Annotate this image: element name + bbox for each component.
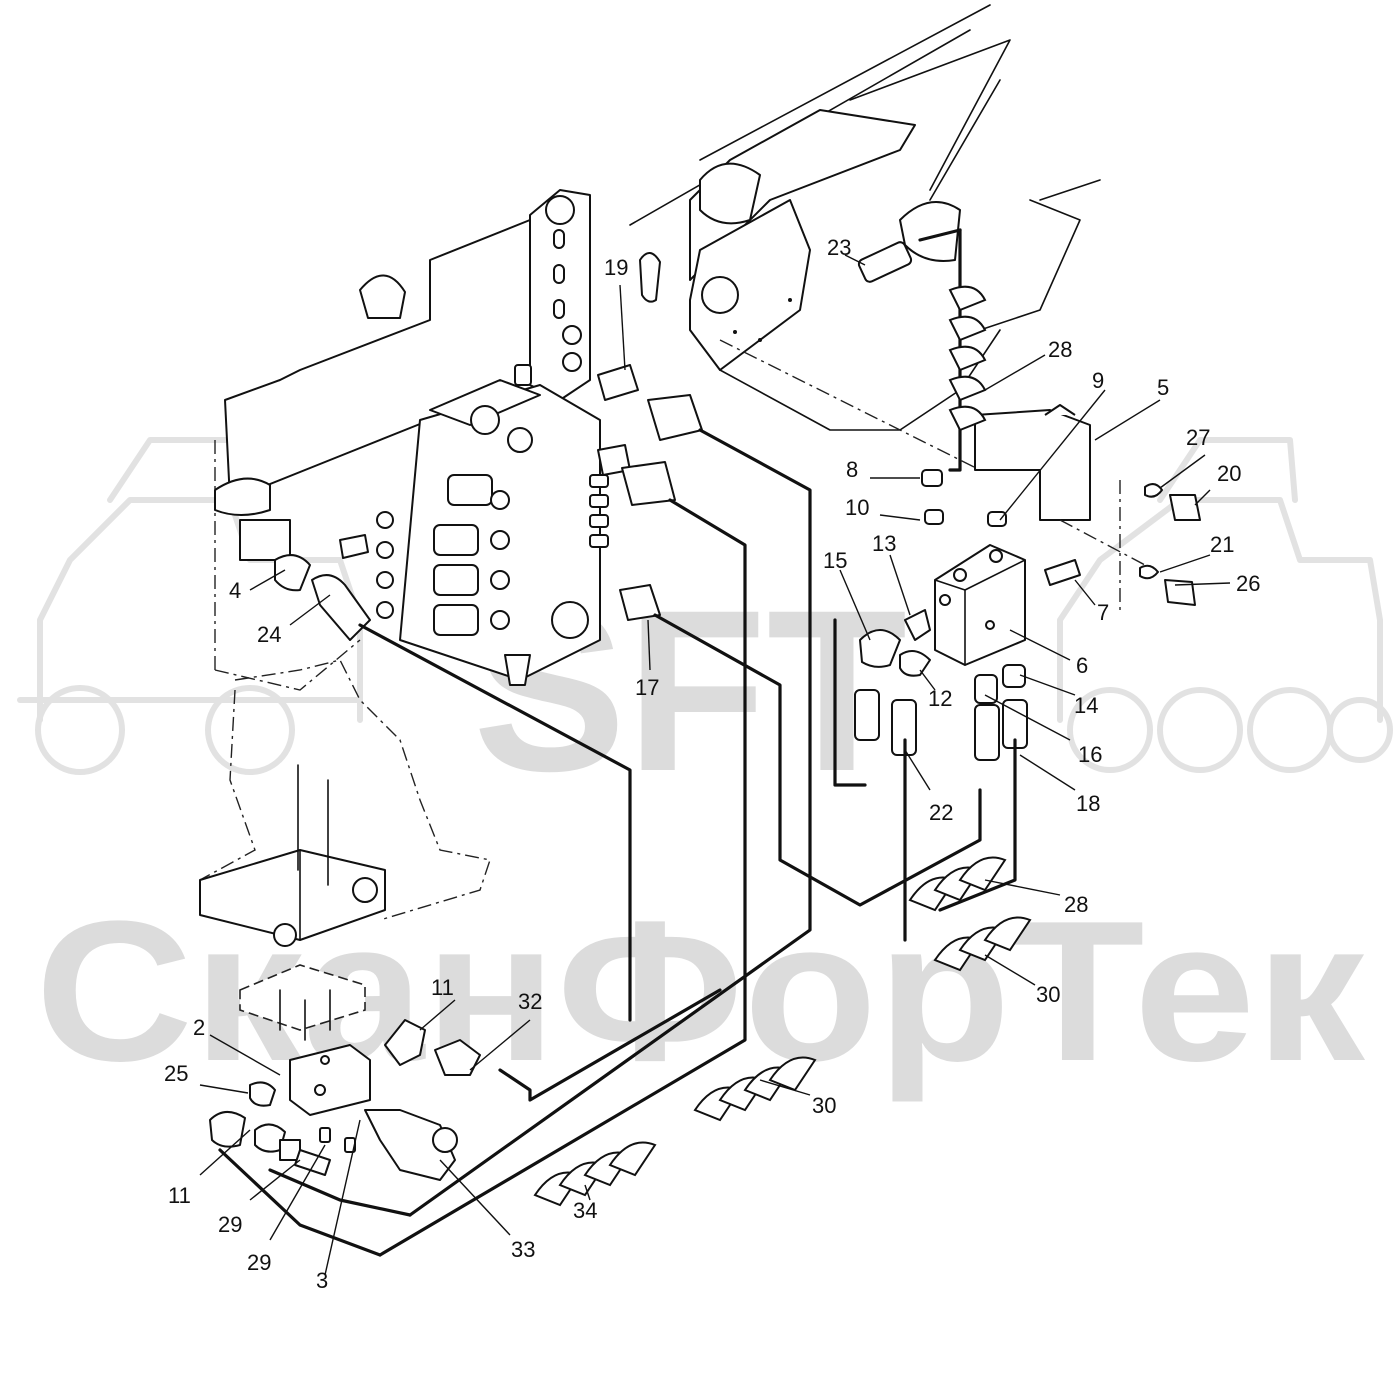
control-valve-bank [376,364,609,686]
callout-20: 20 [1217,461,1241,486]
callout-28-lower: 28 [1064,892,1088,917]
right-manifold [859,404,1201,677]
callout-15: 15 [823,548,847,573]
spiral-guard-28-upper [948,285,987,432]
callout-10: 10 [845,495,869,520]
callout-5: 5 [1157,375,1169,400]
spiral-guard-34 [533,1141,657,1207]
hose-end-fittings [854,241,1028,761]
callout-22: 22 [929,800,953,825]
hose-lines [218,228,1017,1257]
spiral-guard-30-center [693,1056,817,1122]
spiral-guard-30-right [933,916,1032,972]
callout-17: 17 [635,675,659,700]
callout-13: 13 [872,531,896,556]
callout-27: 27 [1186,425,1210,450]
callout-24: 24 [257,622,281,647]
callout-4: 4 [229,578,241,603]
callout-8: 8 [846,457,858,482]
callout-30-right: 30 [1036,982,1060,1007]
callouts: 2 3 4 5 6 7 8 9 10 11 11 12 13 14 15 16 … [164,235,1260,1293]
callout-21: 21 [1210,532,1234,557]
callout-7: 7 [1097,600,1109,625]
callout-33: 33 [511,1237,535,1262]
mounting-plate [214,189,591,691]
boom-arm [629,4,1101,471]
callout-25: 25 [164,1061,188,1086]
callout-12: 12 [928,686,952,711]
callout-29-right: 29 [247,1250,271,1275]
spiral-guards [533,285,1032,1207]
callout-6: 6 [1076,653,1088,678]
callout-26: 26 [1236,571,1260,596]
callout-23: 23 [827,235,851,260]
callout-30-center: 30 [812,1093,836,1118]
watermark-machine-right [1057,437,1393,773]
callout-19: 19 [604,255,628,280]
callout-34: 34 [573,1198,597,1223]
valve-hose-fittings [274,364,703,641]
spiral-guard-28-lower [908,856,1007,912]
callout-3: 3 [316,1268,328,1293]
callout-32: 32 [518,989,542,1014]
leader-lines [199,254,1231,1276]
callout-16: 16 [1078,742,1102,767]
callout-9: 9 [1092,368,1104,393]
lower-manifold [209,1019,481,1181]
callout-29-left: 29 [218,1212,242,1237]
callout-2: 2 [193,1015,205,1040]
callout-18: 18 [1076,791,1100,816]
callout-11-top: 11 [431,975,454,1000]
callout-14: 14 [1074,693,1098,718]
lower-frame [199,659,491,1041]
watermark-machine-left [17,437,363,775]
callout-11-bottom: 11 [168,1183,191,1208]
callout-28-upper: 28 [1048,337,1072,362]
